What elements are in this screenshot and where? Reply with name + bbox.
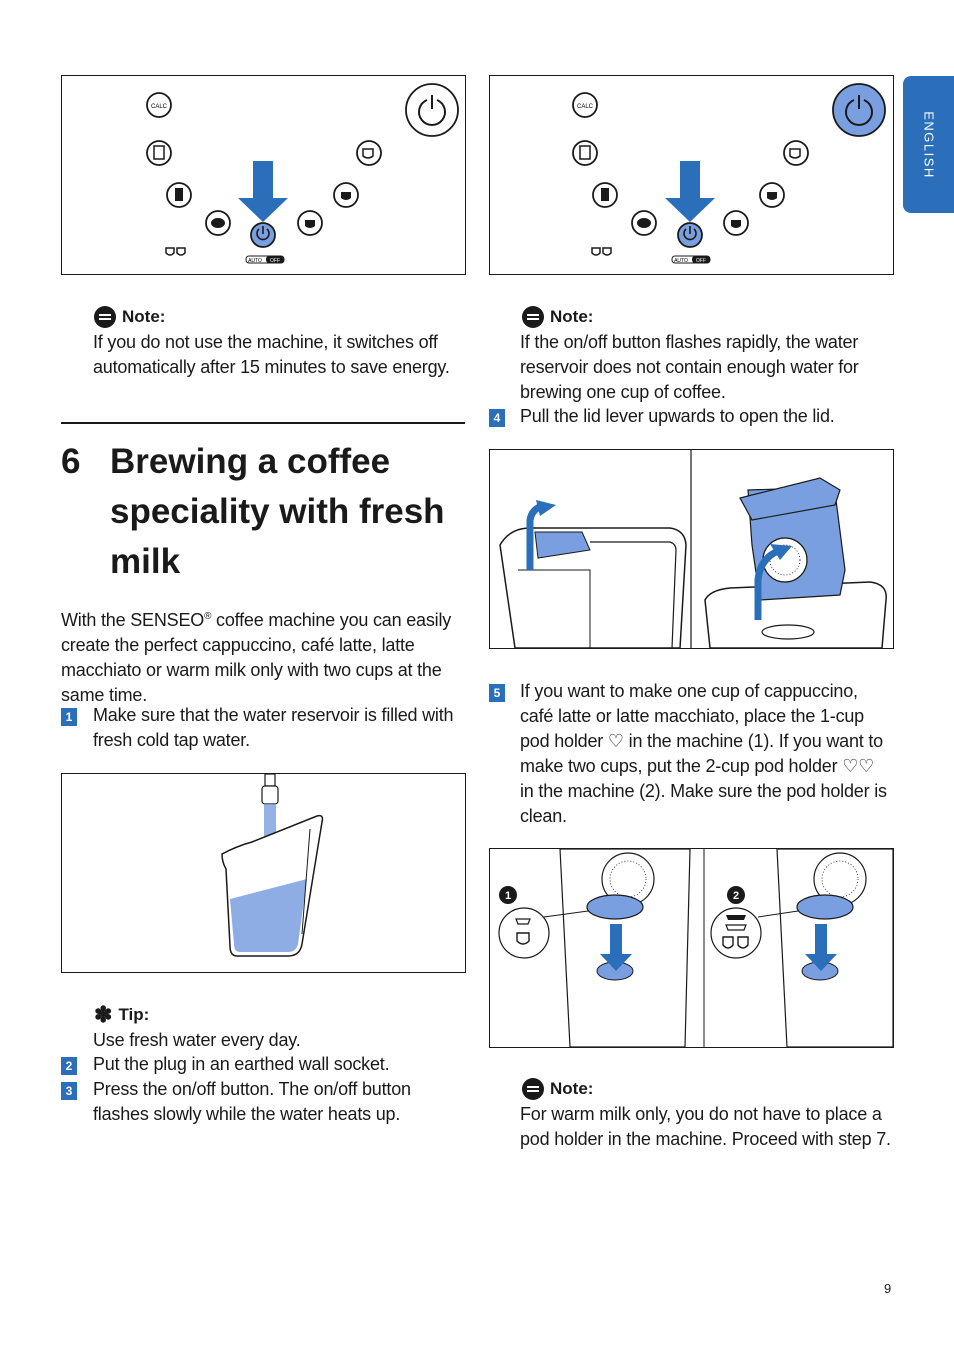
calc-label: CALC [151, 104, 168, 110]
step-number: 3 [61, 1082, 77, 1100]
note-icon [94, 306, 116, 328]
one-cup-icon: ♡ [607, 731, 624, 751]
control-panel-illustration: CALC AUTO OFF [146, 83, 459, 264]
section-title-line-1: Brewing a coffee [110, 442, 391, 481]
note-heading: Note: [522, 1078, 593, 1100]
note-heading: Note: [522, 306, 593, 328]
calc-label-right: CALC [577, 104, 594, 110]
section-rule [61, 422, 465, 424]
off-label-right: OFF [696, 258, 706, 264]
step-text: Put the plug in an earthed wall socket. [93, 1054, 390, 1074]
tip-heading: ✽ Tip: [94, 1004, 149, 1026]
lid-open-figure [489, 449, 894, 649]
tip-title: Tip: [118, 1005, 150, 1024]
auto-label-right: AUTO [674, 258, 688, 264]
step-5-text-b: in the machine (1). If you want to make … [520, 731, 883, 776]
intro-paragraph: With the SENSEO® coffee machine you can … [61, 604, 467, 708]
registered-mark: ® [204, 611, 212, 622]
control-panel-figure-left: CALC AUTO OFF [61, 75, 466, 275]
pod-holder-illustration: 1 2 [498, 849, 893, 1047]
step-number: 1 [61, 708, 77, 726]
intro-text-end: coffee machine you can easily create the… [61, 610, 452, 705]
two-cup-icon: ♡♡ [842, 756, 875, 776]
step-5-text-c: in the machine (2). Make sure the pod ho… [520, 781, 887, 826]
figure-label-2: 2 [733, 890, 739, 902]
water-reservoir-figure [61, 773, 466, 973]
water-reservoir-illustration [221, 774, 324, 957]
step-number: 4 [489, 409, 505, 427]
figure-label-1: 1 [505, 890, 511, 902]
step-number: 5 [489, 684, 505, 702]
step-text: If you want to make one cup of cappuccin… [520, 679, 892, 829]
page-number: 9 [884, 1281, 892, 1296]
auto-label: AUTO [248, 258, 262, 264]
note-text: If you do not use the machine, it switch… [93, 332, 450, 377]
note-text: For warm milk only, you do not have to p… [520, 1104, 891, 1149]
note-title: Note: [122, 307, 166, 326]
tip-text: Use fresh water every day. [93, 1030, 301, 1050]
note-title: Note: [550, 1079, 594, 1098]
note-heading: Note: [94, 306, 165, 328]
step-5-text-a: If you want to make one cup of cappuccin… [520, 681, 864, 751]
section-title-line-2: speciality with fresh [110, 492, 445, 531]
off-label: OFF [270, 258, 280, 264]
pod-holder-figure: 1 2 [489, 848, 894, 1048]
note-icon [522, 306, 544, 328]
tip-icon: ✽ [94, 1002, 113, 1027]
language-tab: ENGLISH [903, 76, 954, 213]
intro-text-start: With the SENSEO [61, 610, 205, 630]
step-text: Pull the lid lever upwards to open the l… [520, 406, 835, 426]
step-number: 2 [61, 1057, 77, 1075]
control-panel-figure-right: CALC AUTO OFF [489, 75, 894, 275]
section-title-line-3: milk [110, 542, 181, 581]
lid-open-illustration [499, 450, 887, 648]
step-text: Make sure that the water reservoir is fi… [93, 705, 454, 750]
section-number: 6 [61, 442, 81, 481]
control-panel-illustration-lit: CALC AUTO OFF [572, 83, 886, 264]
step-text: Press the on/off button. The on/off butt… [93, 1079, 411, 1124]
note-title: Note: [550, 307, 594, 326]
note-text: If the on/off button flashes rapidly, th… [520, 332, 859, 402]
note-icon [522, 1078, 544, 1100]
language-tab-label: ENGLISH [921, 110, 936, 179]
